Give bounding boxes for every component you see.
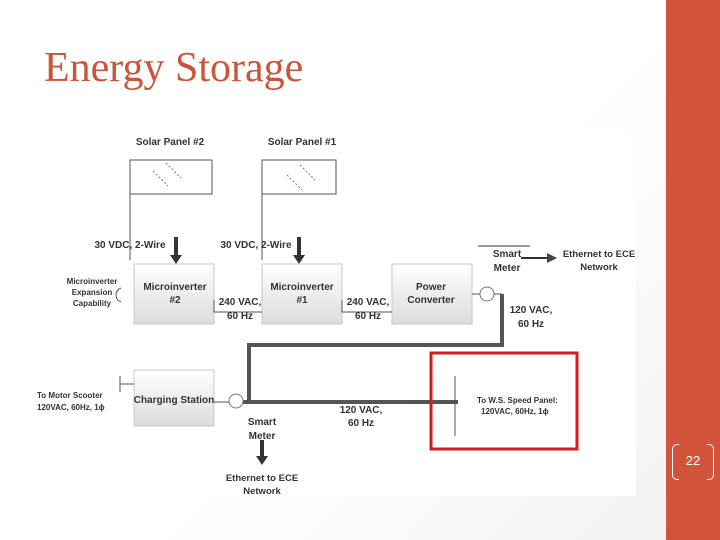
ethernet-bottom-label-2: Network: [243, 486, 281, 496]
smart-meter-top-label-2: Meter: [494, 263, 521, 274]
dc-wire-right-label: 30 VDC, 2-Wire: [220, 240, 291, 251]
ac-link-2: [341, 300, 392, 313]
ethernet-bottom-arrowhead: [256, 456, 268, 465]
solar-panel-2-label: Solar Panel #2: [136, 137, 205, 148]
ethernet-top-label-1: Ethernet to ECE: [563, 249, 635, 260]
microinverter-2-box: [133, 263, 215, 325]
ac-120-bottom-label-2: 60 Hz: [348, 418, 374, 429]
speed-panel-label-1: To W.S. Speed Panel:: [477, 396, 558, 405]
charging-station-label: Charging Station: [134, 395, 215, 406]
motor-scooter-label-2: 120VAC, 60Hz, 1ϕ: [37, 403, 105, 412]
page-number: 22: [672, 444, 714, 480]
ac-120-bottom-label-1: 120 VAC,: [340, 405, 383, 416]
ac-120-right-label-1: 120 VAC,: [510, 305, 553, 316]
smart-meter-bottom-label-1: Smart: [248, 417, 277, 428]
power-converter-box: [391, 263, 473, 325]
solar-panel-2: [129, 159, 213, 260]
ac-120-right-label-2: 60 Hz: [518, 319, 544, 330]
accent-band: [666, 0, 720, 540]
left-bracket: [672, 444, 679, 480]
ethernet-top-label-2: Network: [580, 262, 618, 273]
smart-meter-bottom-symbol: [228, 393, 244, 409]
dc-arrowhead-right: [293, 255, 305, 264]
slide-title: Energy Storage: [44, 45, 304, 91]
microinverter-1-label: Microinverter: [270, 282, 333, 293]
dc-arrowhead-left: [170, 255, 182, 264]
microinverter-1-number: #1: [296, 295, 308, 306]
microinverter-2-number: #2: [169, 295, 181, 306]
ac-240-left-label-2: 60 Hz: [227, 311, 253, 322]
diagram-canvas: Solar Panel #2 Solar Panel #1 30 VDC, 2-…: [37, 137, 635, 496]
right-bracket: [707, 444, 714, 480]
speed-panel-highlight: [429, 351, 579, 451]
charging-station-box: [133, 369, 215, 427]
ac-240-right-label-1: 240 VAC,: [347, 297, 390, 308]
motor-scooter-label-1: To Motor Scooter: [37, 391, 103, 400]
dc-wire-left-label: 30 VDC, 2-Wire: [94, 240, 165, 251]
smart-meter-top-symbol: [479, 286, 495, 302]
solar-panel-1: [261, 159, 337, 260]
power-converter-label-2: Converter: [407, 295, 454, 306]
microinverter-2-label: Microinverter: [143, 282, 206, 293]
microinverter-1-box: [261, 263, 343, 325]
smart-meter-bottom-label-2: Meter: [249, 431, 276, 442]
ethernet-bottom-label-1: Ethernet to ECE: [226, 473, 298, 484]
main-bus-upper: [242, 294, 504, 404]
ac-240-left-label-1: 240 VAC,: [219, 297, 262, 308]
expansion-label-1: Microinverter: [67, 277, 118, 286]
expansion-bracket: [115, 287, 122, 303]
expansion-label-3: Capability: [73, 299, 112, 308]
expansion-label-2: Expansion: [72, 288, 113, 297]
ac-240-right-label-2: 60 Hz: [355, 311, 381, 322]
page-number-text: 22: [685, 453, 701, 468]
smart-meter-top-label-1: Smart: [493, 249, 522, 260]
power-converter-label-1: Power: [416, 282, 446, 293]
speed-panel-label-2: 120VAC, 60Hz, 1ϕ: [481, 407, 549, 416]
system-diagram: Solar Panel #2 Solar Panel #1 30 VDC, 2-…: [29, 131, 636, 496]
solar-panel-1-label: Solar Panel #1: [268, 137, 337, 148]
ac-link-1: [213, 300, 262, 313]
